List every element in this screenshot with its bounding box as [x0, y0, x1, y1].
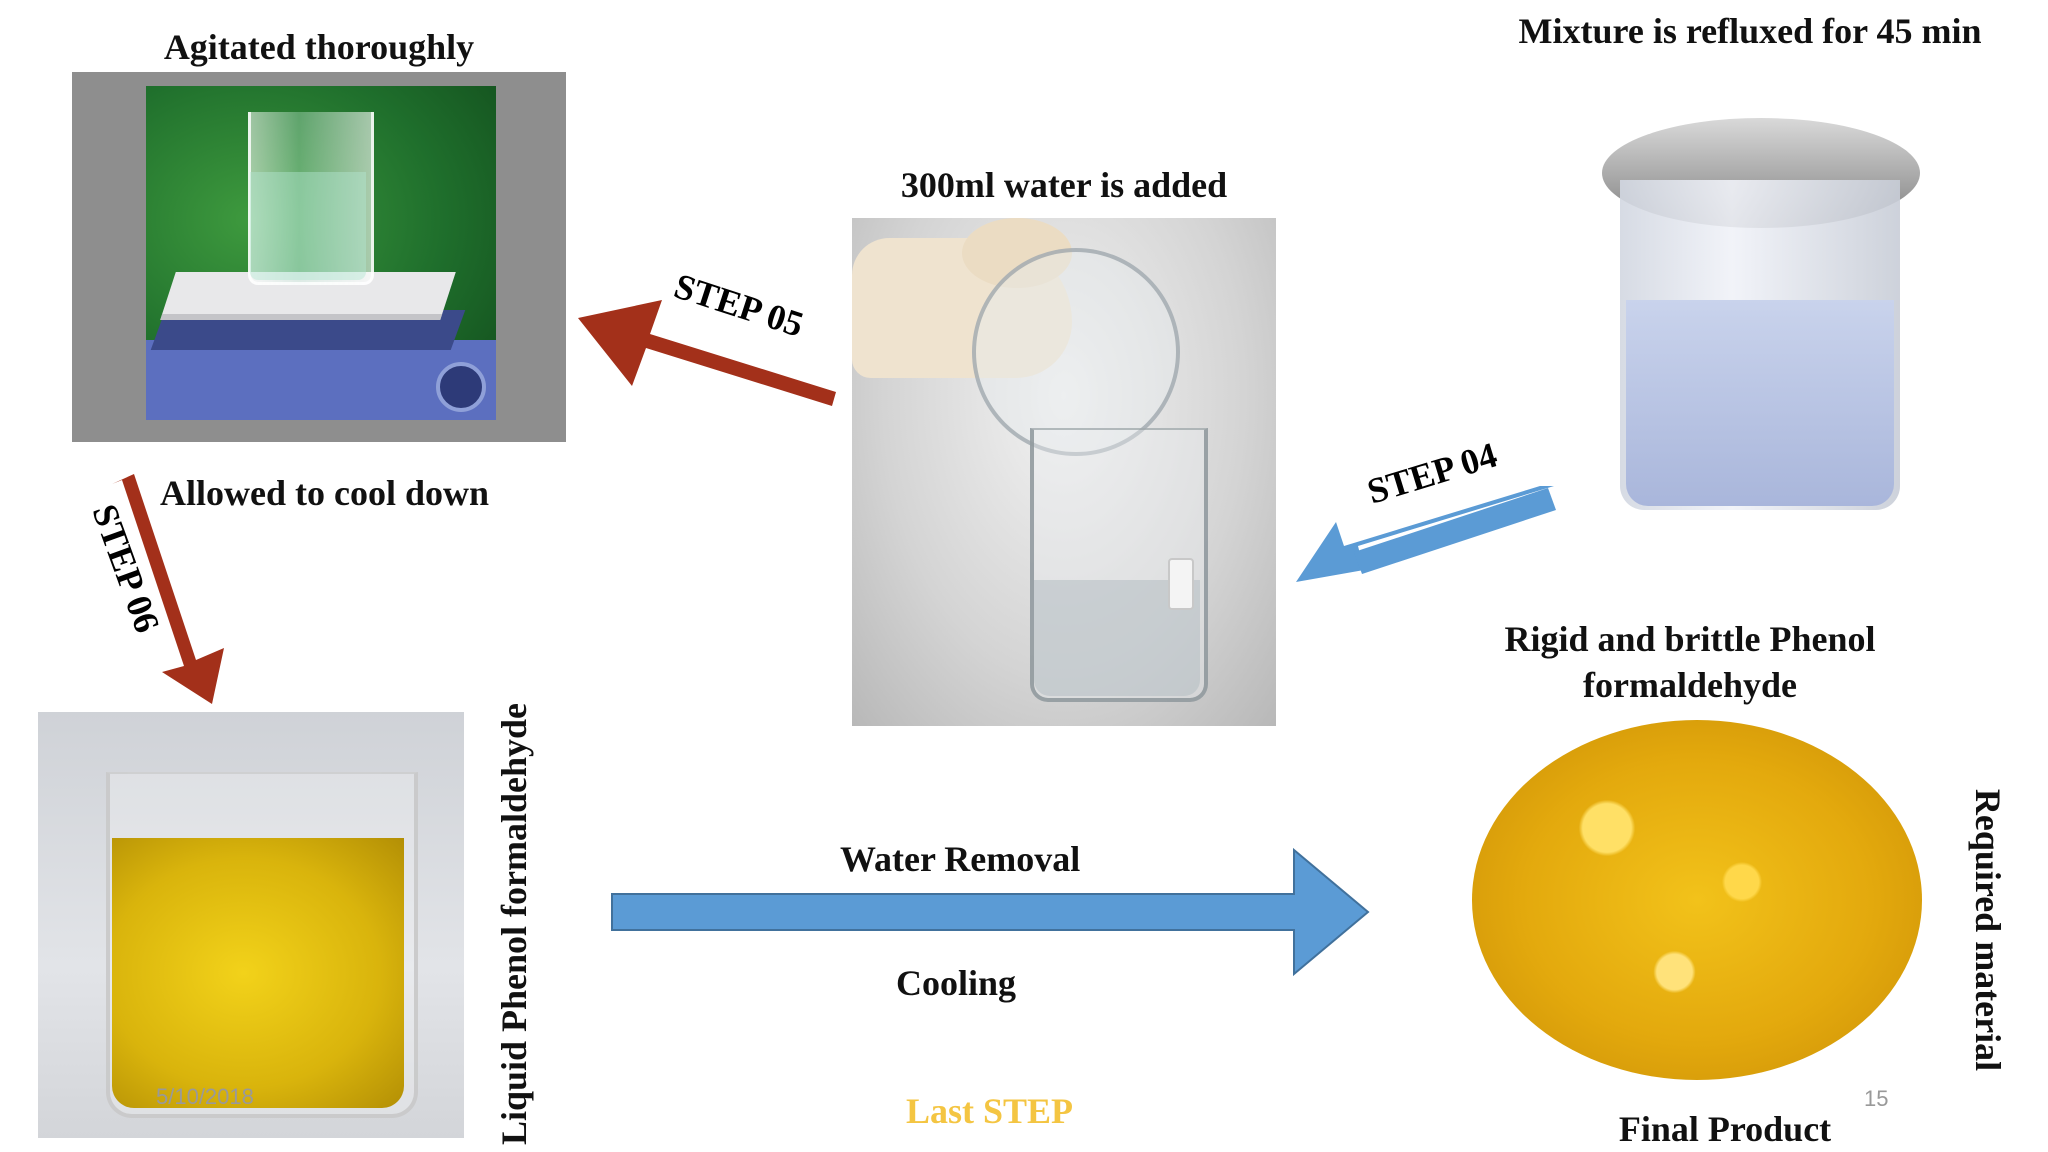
stirrer-beaker-image	[72, 72, 566, 442]
step06-arrow-shape	[112, 474, 224, 704]
refluxed-beaker-image	[1590, 100, 1930, 520]
agitated-label: Agitated thoroughly	[163, 27, 475, 67]
step04-arrow-body	[1354, 488, 1556, 574]
water-removal-label: Water Removal	[840, 839, 1081, 879]
cool-down-label: Allowed to cool down	[160, 473, 490, 513]
step05-arrow-shape	[578, 300, 836, 406]
last-step-label: Last STEP	[906, 1091, 1074, 1131]
rigid-label: Rigid and brittle Phenol formaldehyde	[1504, 619, 1876, 705]
water-removal-arrow-shape	[611, 847, 1370, 977]
liquid-pf-beaker-image	[38, 712, 464, 1138]
slide-date: 5/10/2018	[156, 1084, 254, 1109]
slide-number: 15	[1864, 1086, 1889, 1111]
water-added-label: 300ml water is added	[900, 165, 1228, 205]
pouring-water-image	[852, 218, 1276, 726]
cooling-label: Cooling	[896, 963, 1017, 1003]
final-product-label: Final Product	[1618, 1109, 1832, 1149]
resin-granules-image	[1462, 700, 1932, 1100]
refluxed-label: Mixture is refluxed for 45 min	[1518, 11, 1982, 51]
